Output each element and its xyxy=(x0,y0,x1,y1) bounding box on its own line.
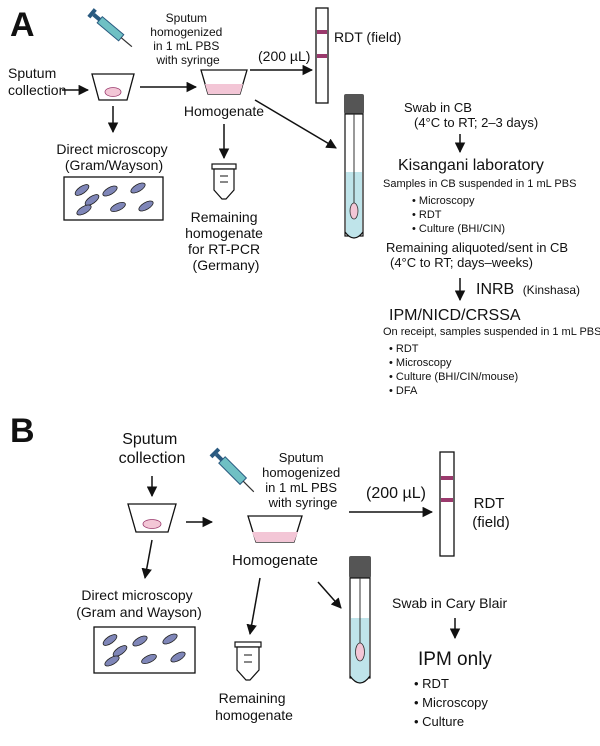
b-remaining-label: Remaining homogenate xyxy=(215,690,293,723)
panel-a: A Sputum collection Sputum homogenized i… xyxy=(8,6,600,397)
b-pipette-tip-icon xyxy=(234,641,262,681)
b-swab-tube xyxy=(349,556,371,684)
a-direct-microscopy-label: Direct microscopy (Gram/Wayson) xyxy=(56,141,171,173)
b-arrow-cup-to-microscopy xyxy=(141,539,153,580)
a-kisangani-title: Kisangani laboratory xyxy=(398,157,544,174)
b-volume-label: (200 µL) xyxy=(366,485,426,502)
a-syringe-note: Sputum homogenized in 1 mL PBS with syri… xyxy=(150,11,225,67)
a-microscopy-slide xyxy=(63,176,164,221)
a-swab-label: Swab in CB (4°C to RT; 2–3 days) xyxy=(404,100,538,130)
b-swab-label: Swab in Cary Blair xyxy=(392,595,507,611)
b-ipm-only-title: IPM only xyxy=(418,649,492,670)
a-remaining-label: Remaining homogenate for RT-PCR (Germany… xyxy=(185,209,267,273)
a-sputum-cup xyxy=(91,73,135,101)
b-sputum-cup xyxy=(127,503,177,533)
panel-b: B Sputum collection Sputum homogenized i… xyxy=(10,412,510,729)
b-syringe-icon xyxy=(209,447,255,493)
a-volume-label: (200 µL) xyxy=(258,48,310,64)
a-inrb-label: INRB (Kinshasa) xyxy=(476,281,580,298)
a-rdt-label: RDT (field) xyxy=(334,29,401,45)
a-homogenate-cup xyxy=(200,69,248,95)
a-ipm-title: IPM/NICD/CRSSA xyxy=(389,307,521,324)
a-aliquot-label: Remaining aliquoted/sent in CB (4°C to R… xyxy=(386,240,572,270)
b-direct-microscopy-label: Direct microscopy (Gram and Wayson) xyxy=(76,587,202,620)
b-homogenate-cup xyxy=(247,515,303,543)
b-arrow-homogenate-to-tube xyxy=(317,581,342,609)
b-sputum-collection-label: Sputum collection xyxy=(119,431,186,467)
a-kisangani-subtitle: Samples in CB suspended in 1 mL PBS xyxy=(383,178,576,190)
b-rdt-strip xyxy=(439,451,455,557)
b-syringe-note: Sputum homogenized in 1 mL PBS with syri… xyxy=(262,450,344,510)
a-ipm-tests: • RDT • Microscopy • Culture (BHI/CIN/mo… xyxy=(389,343,521,397)
a-syringe-icon xyxy=(87,8,133,48)
b-homogenate-label: Homogenate xyxy=(232,552,318,569)
b-microscopy-slide xyxy=(93,626,196,674)
a-arrow-homogenate-to-tube xyxy=(254,99,337,149)
b-rdt-label: RDT (field) xyxy=(472,495,510,531)
panel-b-letter: B xyxy=(10,412,35,450)
a-sputum-collection-label: Sputum collection xyxy=(8,65,66,98)
a-pipette-tip-icon xyxy=(211,163,237,200)
a-rdt-strip xyxy=(315,7,329,104)
a-ipm-subtitle: On receipt, samples suspended in 1 mL PB… xyxy=(383,326,600,338)
b-ipm-tests: • RDT • Microscopy • Culture xyxy=(414,676,492,729)
a-homogenate-label: Homogenate xyxy=(184,103,264,119)
a-swab-tube xyxy=(344,94,364,239)
a-kisangani-tests: • Microscopy • RDT • Culture (BHI/CIN) xyxy=(412,195,505,235)
panel-a-letter: A xyxy=(10,6,35,44)
b-arrow-homogenate-to-remaining xyxy=(246,577,261,636)
